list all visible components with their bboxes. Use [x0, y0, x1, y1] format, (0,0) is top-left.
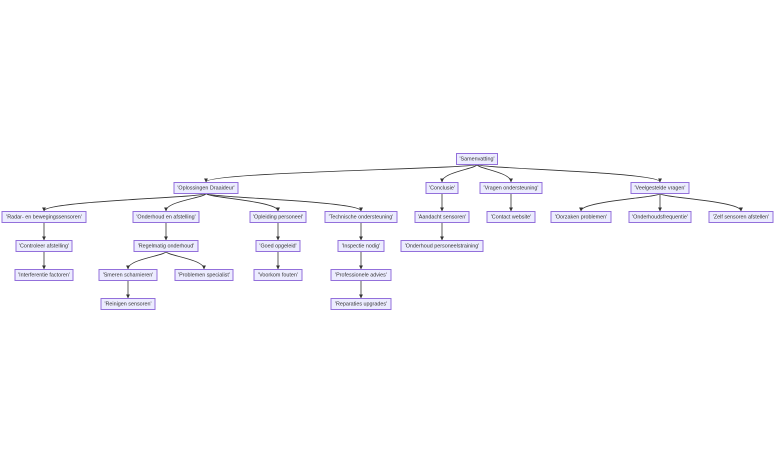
- node-regelmatig: 'Regelmatig onderhoud': [133, 240, 199, 252]
- node-aandacht-label: 'Aandacht sensoren': [418, 214, 467, 220]
- node-reinigen-label: 'Reinigen sensoren': [104, 301, 151, 307]
- node-interferentie-label: 'Interferentie factoren': [18, 272, 70, 278]
- node-reparaties-box: [330, 298, 392, 310]
- node-goed-label: 'Goed opgeleid': [259, 243, 296, 249]
- node-veelgestelde-box: [630, 182, 690, 194]
- node-oorzaken-box: [550, 211, 612, 223]
- node-zelf: 'Zelf sensoren afstellen': [708, 211, 774, 223]
- node-vragen-label: 'Vragen ondersteuning': [484, 185, 539, 191]
- node-oplossingen-box: [173, 182, 239, 194]
- edge-regelmatig-to-smeren: [126, 251, 167, 270]
- node-contact: 'Contact website': [486, 211, 536, 223]
- node-goed: 'Goed opgeleid': [255, 240, 301, 252]
- node-technische: 'Technische ondersteuning': [324, 211, 398, 223]
- edge-root-to-vragen: [476, 164, 513, 183]
- node-contact-box: [486, 211, 536, 223]
- node-onderhoud: 'Onderhoud en afstelling': [132, 211, 200, 223]
- node-inspectie: 'Inspectie nodig': [337, 240, 385, 252]
- nodes-layer: 'Samenvatting' 'Oplossingen Draaideur' 'Co…: [1, 153, 774, 310]
- node-controleer: 'Controleer afstelling': [15, 240, 73, 252]
- node-technische-box: [324, 211, 398, 223]
- node-smeren-box: [98, 269, 158, 281]
- node-oplossingen-label: 'Oplossingen Draaideur': [177, 185, 234, 191]
- node-controleer-label: 'Controleer afstelling': [19, 243, 69, 249]
- node-frequentie-box: [628, 211, 692, 223]
- node-veelgestelde-label: 'Veelgestelde vragen': [635, 185, 686, 191]
- node-professionele-label: 'Professionele advies': [335, 272, 387, 278]
- node-vragen-box: [479, 182, 543, 194]
- node-aandacht-box: [414, 211, 470, 223]
- node-root: 'Samenvatting': [456, 153, 498, 165]
- node-radar-box: [1, 211, 87, 223]
- node-conclusie: 'Conclusie': [425, 182, 459, 194]
- node-training: 'Onderhoud personeelstraining': [400, 240, 484, 252]
- node-oorzaken-label: 'Oorzaken problemen': [555, 214, 607, 220]
- node-aandacht: 'Aandacht sensoren': [414, 211, 470, 223]
- node-regelmatig-box: [133, 240, 199, 252]
- node-zelf-label: 'Zelf sensoren afstellen': [713, 214, 769, 220]
- edge-root-to-veelgestelde: [476, 164, 662, 183]
- node-training-label: 'Onderhoud personeelstraining': [405, 243, 480, 249]
- node-professionele-box: [330, 269, 392, 281]
- node-onderhoud-label: 'Onderhoud en afstelling': [136, 214, 195, 220]
- node-radar: 'Radar- en bewegingssensoren': [1, 211, 87, 223]
- edge-regelmatig-to-problemen: [165, 251, 206, 270]
- node-vragen: 'Vragen ondersteuning': [479, 182, 543, 194]
- node-training-box: [400, 240, 484, 252]
- node-oplossingen: 'Oplossingen Draaideur': [173, 182, 239, 194]
- node-smeren-label: 'Smeren scharnieren': [103, 272, 154, 278]
- node-oorzaken: 'Oorzaken problemen': [550, 211, 612, 223]
- node-reinigen-box: [100, 298, 156, 310]
- node-root-label: 'Samenvatting': [459, 156, 494, 162]
- edge-oplossingen-to-onderhoud: [164, 193, 207, 212]
- node-problemen-label: 'Problemen specialist': [178, 272, 230, 278]
- node-frequentie-label: 'Onderhoudsfrequentie': [632, 214, 688, 220]
- node-opleiding: 'Opleiding personeel': [249, 211, 307, 223]
- node-inspectie-label: 'Inspectie nodig': [342, 243, 380, 249]
- edge-veelgestelde-to-zelf: [659, 193, 743, 212]
- edge-oplossingen-to-technische: [205, 193, 363, 212]
- edge-oplossingen-to-opleiding: [205, 193, 280, 212]
- node-reparaties: 'Reparaties upgrades': [330, 298, 392, 310]
- node-opleiding-box: [249, 211, 307, 223]
- node-smeren: 'Smeren scharnieren': [98, 269, 158, 281]
- node-problemen-box: [174, 269, 234, 281]
- node-conclusie-label: 'Conclusie': [429, 185, 455, 191]
- node-conclusie-box: [425, 182, 459, 194]
- node-veelgestelde: 'Veelgestelde vragen': [630, 182, 690, 194]
- node-frequentie: 'Onderhoudsfrequentie': [628, 211, 692, 223]
- node-interferentie: 'Interferentie factoren': [14, 269, 74, 281]
- node-goed-box: [255, 240, 301, 252]
- node-root-box: [456, 153, 498, 165]
- node-contact-label: 'Contact website': [491, 214, 531, 220]
- edge-root-to-conclusie: [440, 164, 478, 183]
- node-voorkom-label: 'Voorkom fouten': [258, 272, 298, 278]
- node-opleiding-label: 'Opleiding personeel': [253, 214, 303, 220]
- node-radar-label: 'Radar- en bewegingssensoren': [6, 214, 81, 220]
- node-technische-label: 'Technische ondersteuning': [329, 214, 394, 220]
- node-controleer-box: [15, 240, 73, 252]
- node-reinigen: 'Reinigen sensoren': [100, 298, 156, 310]
- node-voorkom-box: [253, 269, 303, 281]
- node-regelmatig-label: 'Regelmatig onderhoud': [138, 243, 195, 249]
- node-professionele: 'Professionele advies': [330, 269, 392, 281]
- node-voorkom: 'Voorkom fouten': [253, 269, 303, 281]
- node-inspectie-box: [337, 240, 385, 252]
- node-onderhoud-box: [132, 211, 200, 223]
- node-zelf-box: [708, 211, 774, 223]
- edges-layer: [42, 164, 743, 299]
- node-interferentie-box: [14, 269, 74, 281]
- edge-veelgestelde-to-oorzaken: [579, 193, 661, 212]
- node-problemen: 'Problemen specialist': [174, 269, 234, 281]
- edge-root-to-oplossingen: [204, 164, 478, 183]
- node-reparaties-label: 'Reparaties upgrades': [335, 301, 387, 307]
- edge-oplossingen-to-radar: [42, 193, 207, 212]
